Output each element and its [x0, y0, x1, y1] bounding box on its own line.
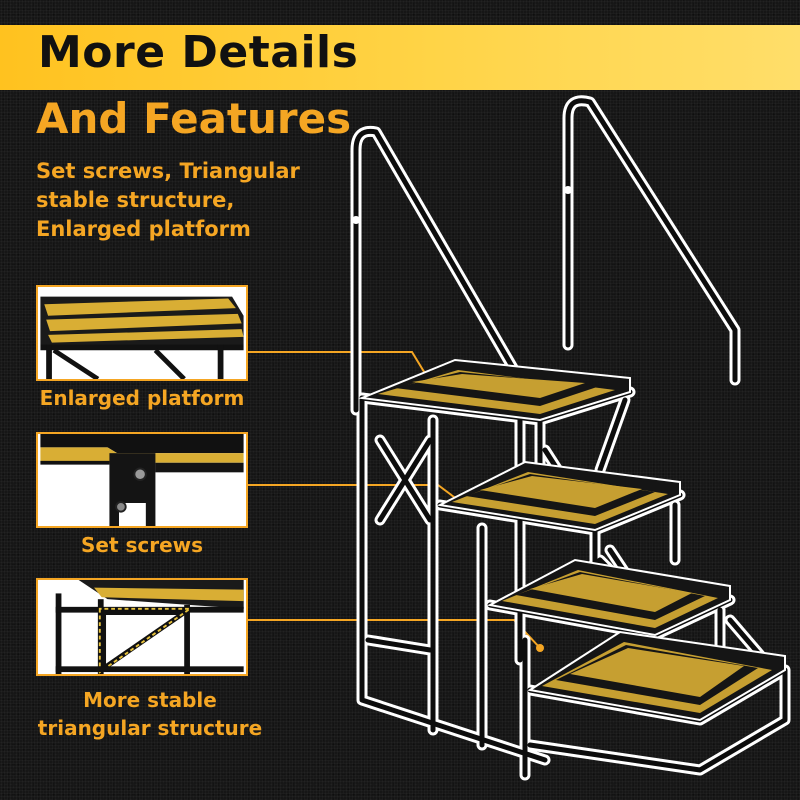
- description-line: Set screws, Triangular: [36, 159, 300, 183]
- caption-set-screws: Set screws: [80, 533, 204, 557]
- page-subtitle: And Features: [36, 94, 352, 143]
- header-banner: More Details: [0, 25, 800, 90]
- screw-detail-icon: [40, 434, 244, 526]
- triangle-detail-icon: [40, 580, 244, 674]
- tread-top: [358, 358, 631, 422]
- platform-detail-icon: [40, 287, 244, 379]
- banner-title: More Details: [38, 27, 359, 78]
- rail-joint: [564, 186, 572, 194]
- feature-description: Set screws, Triangular stable structure,…: [36, 157, 336, 244]
- caption-line: More stable: [83, 688, 217, 712]
- tread-second: [436, 460, 681, 532]
- rail-joint: [352, 216, 360, 224]
- screw-detail-image: [36, 432, 248, 528]
- tread-bottom: [527, 630, 786, 722]
- platform-detail-image: [36, 285, 248, 381]
- description-line: Enlarged platform: [36, 217, 251, 241]
- step-stair-illustration: [350, 95, 791, 781]
- tread-third: [486, 558, 731, 637]
- triangle-detail-image: [36, 578, 248, 676]
- description-line: stable structure,: [36, 188, 235, 212]
- caption-enlarged-platform: Enlarged platform: [39, 386, 245, 410]
- caption-triangular-structure: More stable triangular structure: [20, 686, 280, 742]
- caption-line: triangular structure: [37, 716, 263, 740]
